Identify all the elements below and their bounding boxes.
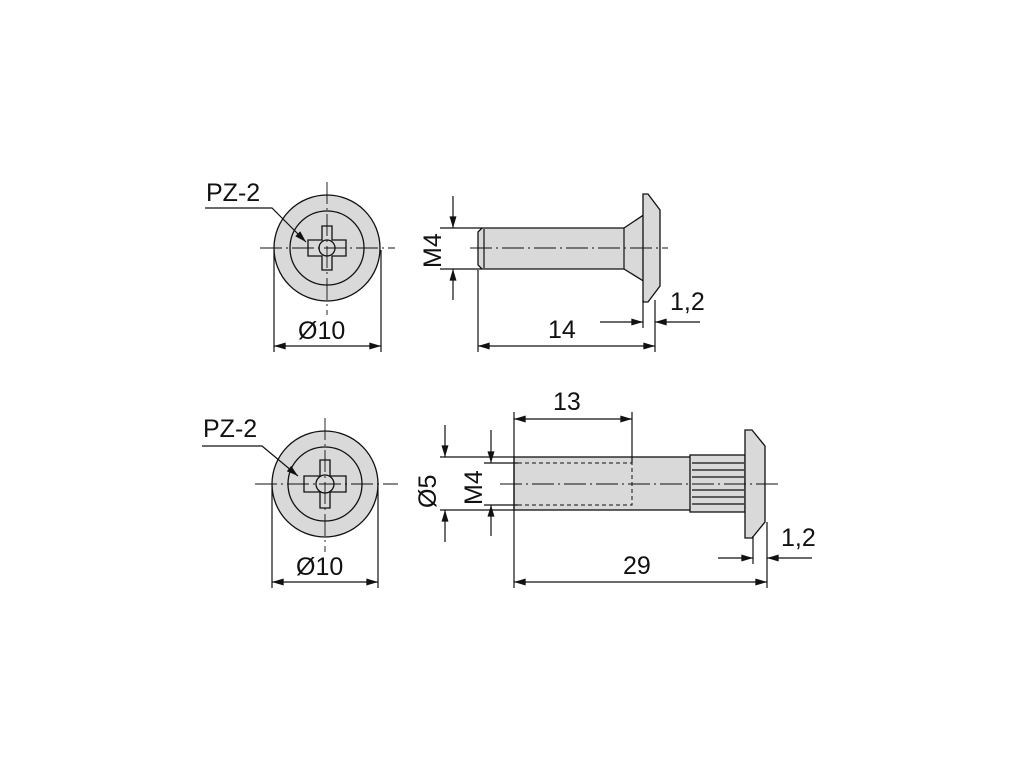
bottom-thread-depth-label: 13 [553,388,581,416]
bottom-length-label: 29 [623,552,651,580]
bottom-sleeve-head-view [202,418,398,588]
bottom-outer-diameter-label: Ø5 [414,475,442,508]
bottom-head-thickness-label: 1,2 [781,524,816,552]
bottom-head-diameter-label: Ø10 [296,553,343,581]
top-drive-label: PZ-2 [206,179,260,207]
top-screw-side-view [440,193,700,352]
bottom-drive-label: PZ-2 [203,415,257,443]
bottom-thread-label: M4 [460,470,488,505]
bottom-sleeve-side-view [440,412,812,588]
top-length-label: 14 [548,316,576,344]
top-screw-head-view [205,182,395,352]
top-head-diameter-label: Ø10 [298,317,345,345]
top-head-thickness-label: 1,2 [670,288,705,316]
top-thread-label: M4 [419,233,447,268]
